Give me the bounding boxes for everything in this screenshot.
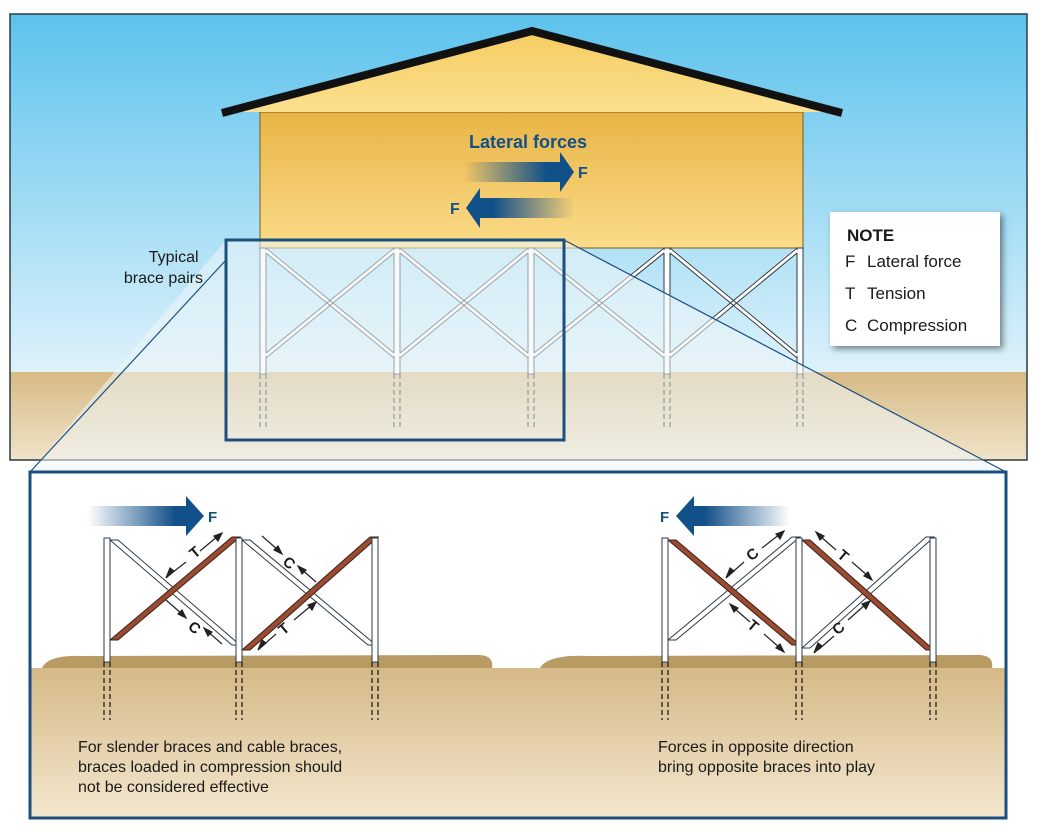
roof: [226, 32, 838, 112]
right-force-arrow: [676, 496, 790, 536]
note-key: T: [845, 284, 856, 303]
detail-ground-left: [30, 668, 1006, 818]
force-symbol-right: F: [578, 165, 588, 182]
lateral-force-right-arrow: [464, 152, 574, 192]
typical-brace-frame: [224, 238, 566, 442]
post: [371, 537, 379, 663]
top-scene: Lateral forces F F Typical brace pairs: [9, 13, 1028, 473]
zoom-line-left: [29, 259, 227, 473]
lateral-force-left-arrow: [466, 188, 574, 228]
note-text: Tension: [867, 284, 926, 303]
note-title: NOTE: [847, 226, 895, 245]
mound-right: [540, 655, 993, 668]
left-caption: For slender braces and cable braces, bra…: [78, 739, 343, 796]
post: [235, 537, 243, 663]
left-force-label: F: [208, 509, 217, 526]
post: [795, 537, 803, 663]
note-item-compression: C Compression: [845, 316, 967, 336]
note-legend: NOTE F Lateral force T Tension C Compressio…: [830, 212, 1000, 346]
post: [929, 537, 937, 663]
lateral-forces-label: Lateral forces: [469, 132, 587, 152]
mound-left: [42, 655, 493, 668]
post: [661, 537, 669, 663]
right-brace-frame: F C T T C: [660, 496, 937, 720]
post: [103, 537, 111, 663]
note-item-force: F Lateral force: [845, 252, 962, 272]
detail-border: [28, 470, 1008, 820]
tension-brace: [240, 536, 380, 651]
force-symbol-left: F: [450, 201, 460, 218]
roof-edge: [220, 26, 844, 117]
note-key: F: [845, 252, 856, 271]
zoom-line-right: [563, 239, 1007, 473]
zoom-wedge: [30, 240, 1006, 472]
note-key: C: [845, 316, 858, 335]
right-caption: Forces in opposite direction bring oppos…: [658, 739, 876, 776]
note-item-tension: T Tension: [845, 284, 926, 304]
left-force-arrow: [88, 496, 204, 536]
note-text: Compression: [867, 316, 968, 335]
tension-brace: [108, 536, 242, 641]
detail-panel: F T C C T: [28, 470, 1008, 820]
right-force-label: F: [660, 509, 669, 526]
typical-brace-pairs-label: Typical brace pairs: [124, 249, 203, 287]
note-text: Lateral force: [867, 252, 962, 271]
